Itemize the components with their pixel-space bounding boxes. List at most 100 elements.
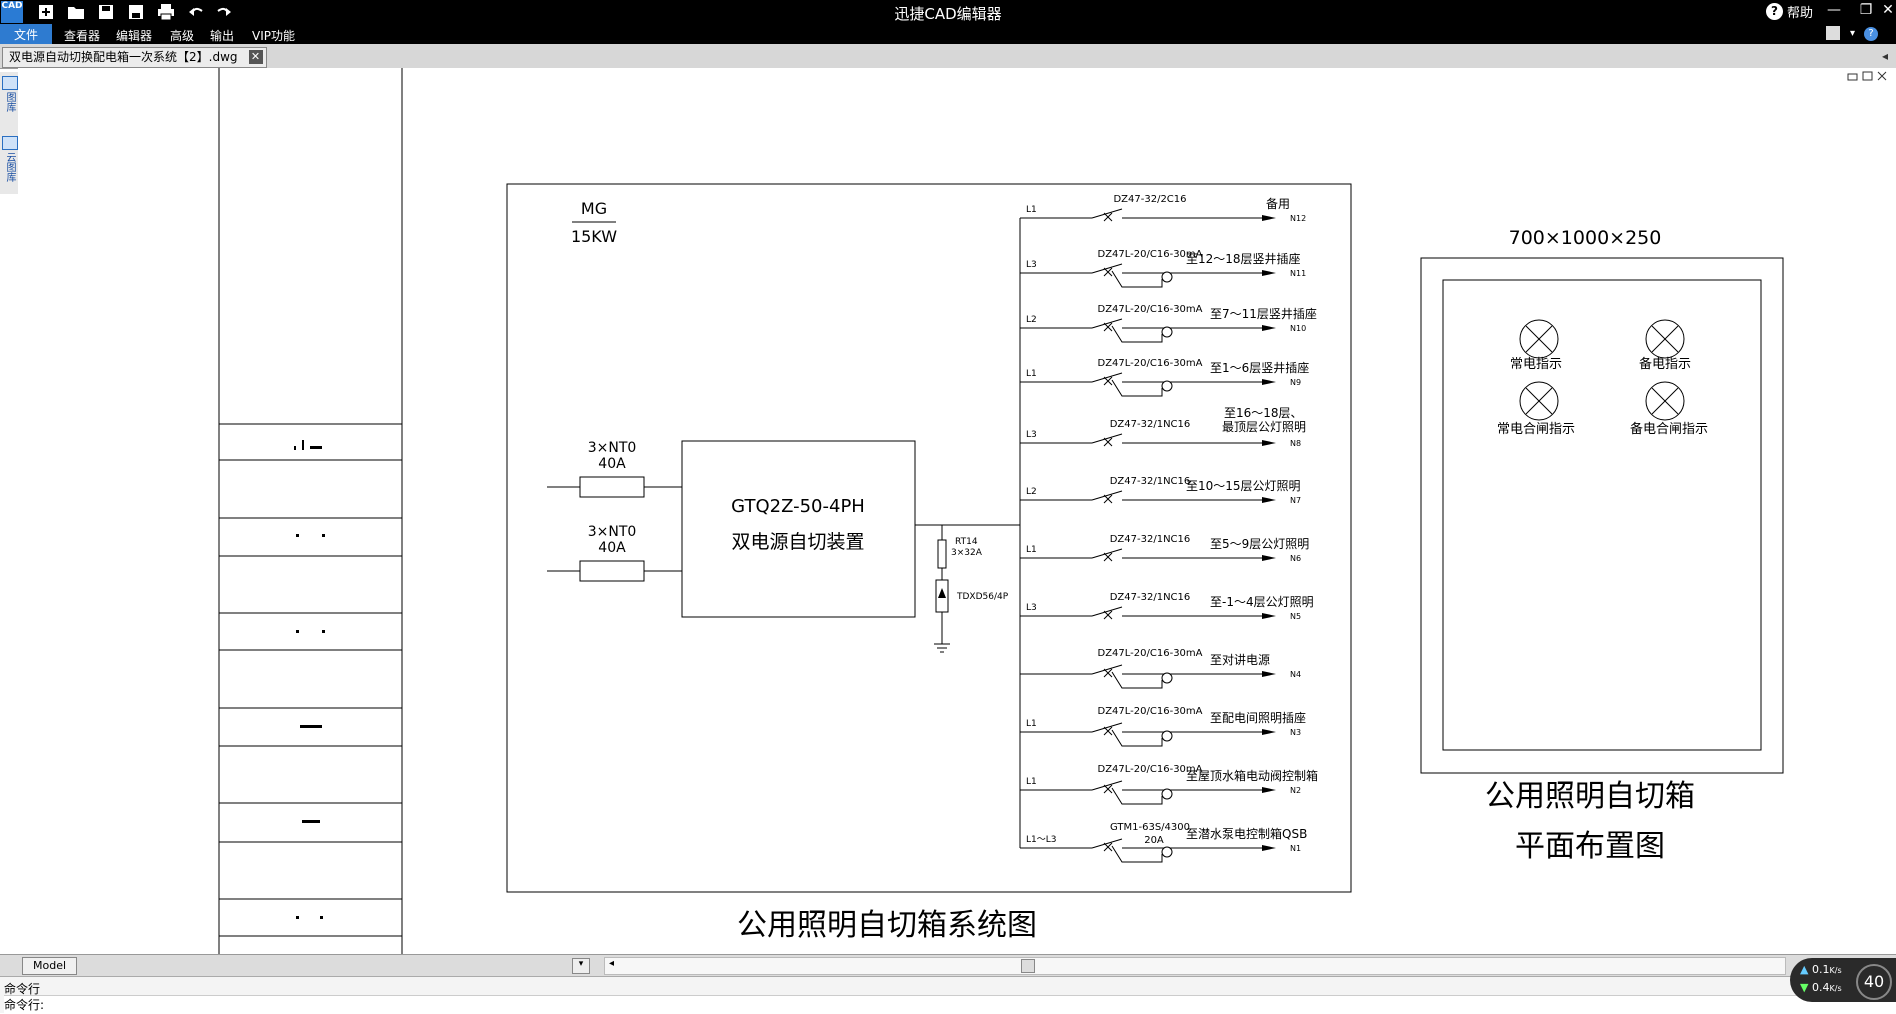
- cpu-percent: 40: [1856, 964, 1892, 1000]
- help-button[interactable]: ? 帮助: [1766, 2, 1813, 21]
- command-panel: 命令行 命令行:: [0, 976, 1896, 1014]
- circuit-tag: N4: [1290, 670, 1301, 679]
- scroll-left-icon[interactable]: ◂: [609, 958, 615, 969]
- lamp-label: 备电指示: [1639, 356, 1691, 372]
- circuit-tag: N9: [1290, 378, 1301, 387]
- circuit-destination: 至7～11层竖井插座: [1210, 306, 1317, 321]
- undo-icon[interactable]: [184, 1, 208, 23]
- circuit-destination: 至潜水泵电控制箱QSB: [1186, 826, 1307, 841]
- circuit-phase: L1: [1026, 205, 1037, 215]
- circuit-phase: L1: [1026, 777, 1037, 787]
- rcd-sensor-icon: [1161, 846, 1173, 858]
- menu-editor[interactable]: 编辑器: [116, 29, 153, 43]
- panel-item-cloud-gallery[interactable]: 云图库: [4, 152, 15, 182]
- lamp-label: 常电合闸指示: [1497, 422, 1575, 437]
- circuit-tag: N11: [1290, 269, 1306, 278]
- redo-icon[interactable]: [212, 1, 236, 23]
- lamp-label: 备电合闸指示: [1630, 421, 1708, 437]
- output-arrow-icon: [1262, 845, 1276, 851]
- input-rating: 40A: [598, 456, 626, 472]
- output-arrow-icon: [1262, 215, 1276, 221]
- circuit-breaker: DZ47L-20/C16-30mA: [1098, 304, 1203, 315]
- download-icon: ▼: [1800, 981, 1809, 994]
- print-icon[interactable]: [154, 1, 178, 23]
- indicator-lamp: 备电合闸指示: [1630, 381, 1708, 437]
- canvas-close-icon[interactable]: [1877, 71, 1887, 81]
- model-tab[interactable]: Model: [22, 957, 78, 975]
- circuit-breaker: DZ47L-20/C16-30mA: [1098, 249, 1203, 260]
- circuit-phase: L1: [1026, 369, 1037, 379]
- canvas-minimize-icon[interactable]: [1847, 73, 1858, 81]
- document-tab[interactable]: 双电源自动切换配电箱一次系统【2】.dwg ✕: [2, 47, 267, 68]
- save-icon[interactable]: [94, 1, 118, 23]
- circuit-destination: 至5～9层公灯照明: [1210, 537, 1309, 551]
- circuit-tag: N3: [1290, 728, 1301, 737]
- open-folder-icon[interactable]: [64, 1, 88, 23]
- circuit-destination-line2: 最顶层公灯照明: [1222, 420, 1306, 434]
- circuit-destination: 至16～18层、: [1224, 406, 1303, 420]
- menu-vip[interactable]: VIP功能: [252, 29, 295, 43]
- circuit-phase: L3: [1026, 603, 1037, 613]
- output-arrow-icon: [1262, 555, 1276, 561]
- canvas-restore-icon[interactable]: [1862, 71, 1873, 81]
- menu-bar: 文件 查看器 编辑器 高级 输出 VIP功能 ▾ ?: [0, 24, 1896, 44]
- circuit-phase: L3: [1026, 260, 1037, 270]
- output-arrow-icon: [1262, 787, 1276, 793]
- output-arrow-icon: [1262, 325, 1276, 331]
- cloud-gallery-icon[interactable]: [2, 136, 18, 150]
- close-button[interactable]: ✕: [1882, 2, 1894, 18]
- gallery-icon[interactable]: [2, 76, 18, 90]
- save-as-icon[interactable]: [124, 1, 148, 23]
- circuit-destination: 至1～6层竖井插座: [1210, 360, 1309, 375]
- horizontal-scrollbar[interactable]: ◂: [604, 957, 1786, 975]
- fuse-rating: 3×32A: [951, 548, 983, 558]
- circuit-breaker: DZ47-32/1NC16: [1110, 592, 1191, 603]
- chevron-down-icon[interactable]: ▾: [1850, 28, 1856, 39]
- circuit-breaker: DZ47L-20/C16-30mA: [1098, 706, 1203, 717]
- circuit-breaker: DZ47L-20/C16-30mA: [1098, 764, 1203, 775]
- rcd-sensor-icon: [1161, 788, 1173, 800]
- edit-note-icon[interactable]: [1826, 26, 1840, 40]
- rcd-sensor-icon: [1161, 326, 1173, 338]
- fuse-model: RT14: [955, 537, 978, 547]
- menu-viewer[interactable]: 查看器: [64, 29, 101, 43]
- input-label: 3×NT0: [588, 440, 637, 456]
- circuit-tag: N10: [1290, 324, 1306, 333]
- circuit-phase: L1～L3: [1026, 835, 1056, 845]
- load-label: MG: [581, 199, 607, 218]
- upload-icon: ▲: [1800, 963, 1809, 976]
- system-diagram-title: 公用照明自切箱系统图: [737, 908, 1037, 943]
- menu-advanced[interactable]: 高级: [170, 29, 195, 43]
- layout-dropdown-icon[interactable]: ▾: [572, 958, 590, 974]
- panel-item-gallery[interactable]: 图库: [4, 92, 15, 112]
- menu-output[interactable]: 输出: [210, 29, 235, 43]
- title-bar: CAD 迅捷CAD编辑器 ? 帮助 — ❐ ✕: [0, 0, 1896, 24]
- menu-file[interactable]: 文件: [0, 24, 52, 44]
- circuit-destination: 至对讲电源: [1210, 652, 1270, 667]
- input-fuse: [579, 476, 645, 498]
- circuit-breaker: DZ47-32/1NC16: [1110, 419, 1191, 430]
- circuit-phase: L2: [1026, 487, 1037, 497]
- restore-button[interactable]: ❐: [1859, 2, 1873, 18]
- circuit-breaker: DZ47L-20/C16-30mA: [1098, 358, 1203, 369]
- command-input[interactable]: 命令行:: [4, 995, 1896, 1014]
- scrollbar-thumb[interactable]: [1021, 959, 1035, 973]
- circuit-breaker: DZ47-32/1NC16: [1110, 476, 1191, 487]
- indicator-lamp: 常电合闸指示: [1497, 381, 1575, 437]
- minimize-button[interactable]: —: [1827, 2, 1841, 18]
- circuit-destination: 至配电间照明插座: [1210, 710, 1306, 725]
- ats-model: GTQ2Z-50-4PH: [731, 496, 865, 517]
- close-tab-icon[interactable]: ✕: [248, 50, 263, 64]
- circuit-tag: N5: [1290, 612, 1301, 621]
- new-file-icon[interactable]: [34, 1, 58, 23]
- help-icon: ?: [1766, 3, 1783, 20]
- info-icon[interactable]: ?: [1864, 27, 1878, 41]
- circuit-phase: L3: [1026, 430, 1037, 440]
- tabbar-arrow-icon[interactable]: ◂: [1882, 49, 1889, 63]
